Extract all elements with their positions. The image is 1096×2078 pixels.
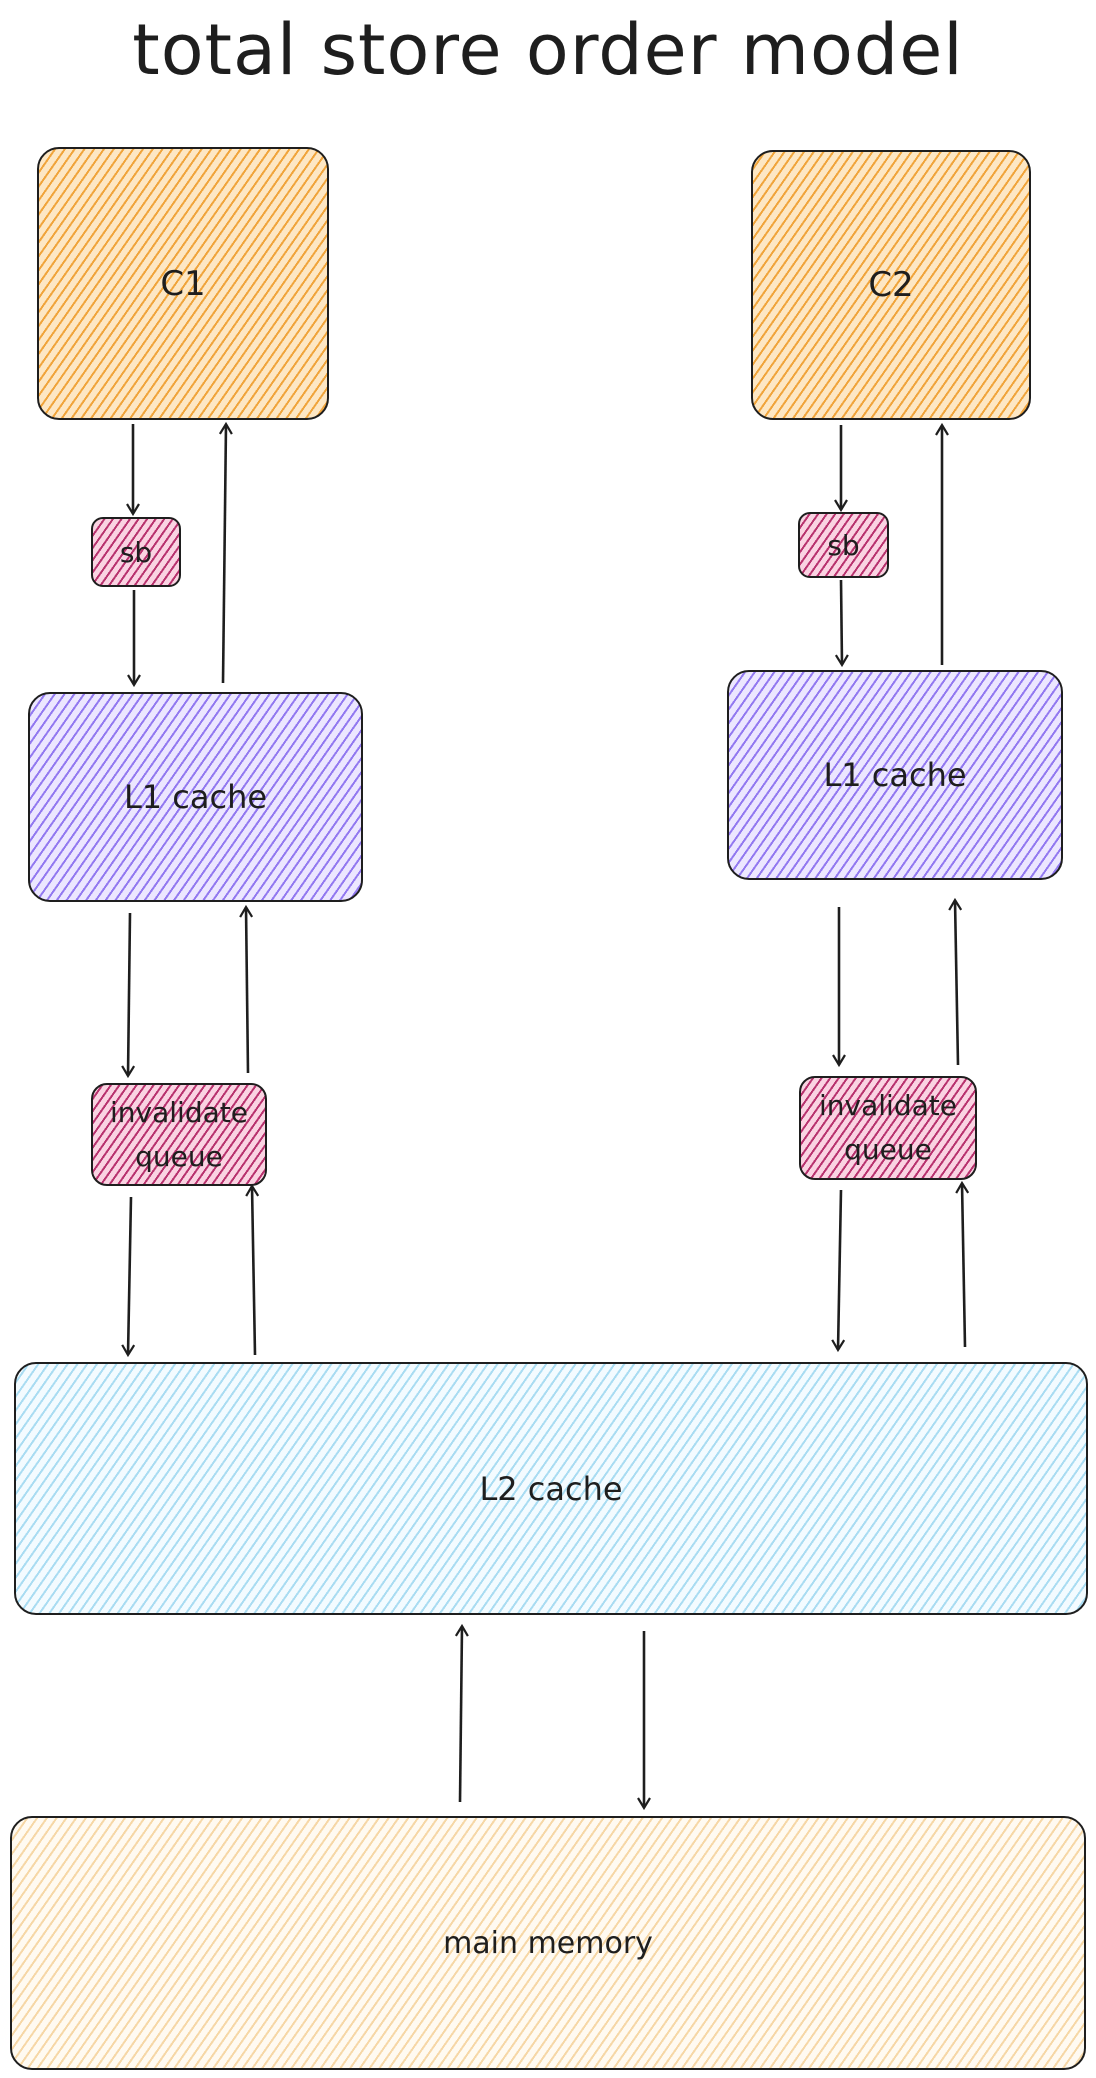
- core-c2-label: C2: [868, 265, 914, 305]
- store-buffer-right: sb: [798, 512, 889, 578]
- arrow-l2-to-iq-right: [955, 1180, 970, 1348]
- main-memory-label: main memory: [443, 1925, 653, 1961]
- core-c1-label: C1: [160, 263, 206, 304]
- l2-cache-label: L2 cache: [479, 1469, 623, 1508]
- l1-cache-left-label: L1 cache: [123, 778, 268, 816]
- l1-cache-right: L1 cache: [727, 670, 1063, 880]
- arrow-iq-right-to-l1-right: [948, 897, 963, 1066]
- arrow-l2-to-iq-left: [245, 1183, 260, 1356]
- arrow-iq-right-to-l2: [831, 1189, 846, 1353]
- invalidate-queue-left: invalidate queue: [91, 1083, 267, 1186]
- invalidate-queue-left-label: invalidate queue: [110, 1095, 248, 1173]
- core-c1: C1: [37, 147, 329, 420]
- arrow-memory-to-l2: [454, 1623, 469, 1803]
- store-buffer-left: sb: [91, 517, 181, 587]
- arrow-iq-left-to-l1-left: [239, 904, 254, 1074]
- arrow-l1-left-to-iq-left: [121, 912, 136, 1079]
- l2-cache: L2 cache: [14, 1362, 1088, 1615]
- l1-cache-right-label: L1 cache: [823, 756, 967, 794]
- l1-cache-left: L1 cache: [28, 692, 363, 902]
- invalidate-queue-right-label: invalidate queue: [819, 1089, 957, 1166]
- arrow-l1-left-to-c1: [218, 421, 233, 684]
- store-buffer-right-label: sb: [827, 528, 860, 562]
- store-buffer-left-label: sb: [119, 535, 153, 569]
- main-memory: main memory: [10, 1816, 1086, 2070]
- diagram-title: total store order model: [132, 9, 964, 91]
- invalidate-queue-right: invalidate queue: [799, 1076, 977, 1180]
- core-c2: C2: [751, 150, 1031, 420]
- arrow-iq-left-to-l2: [121, 1196, 136, 1358]
- arrow-sb-right-to-l1-right: [834, 579, 849, 668]
